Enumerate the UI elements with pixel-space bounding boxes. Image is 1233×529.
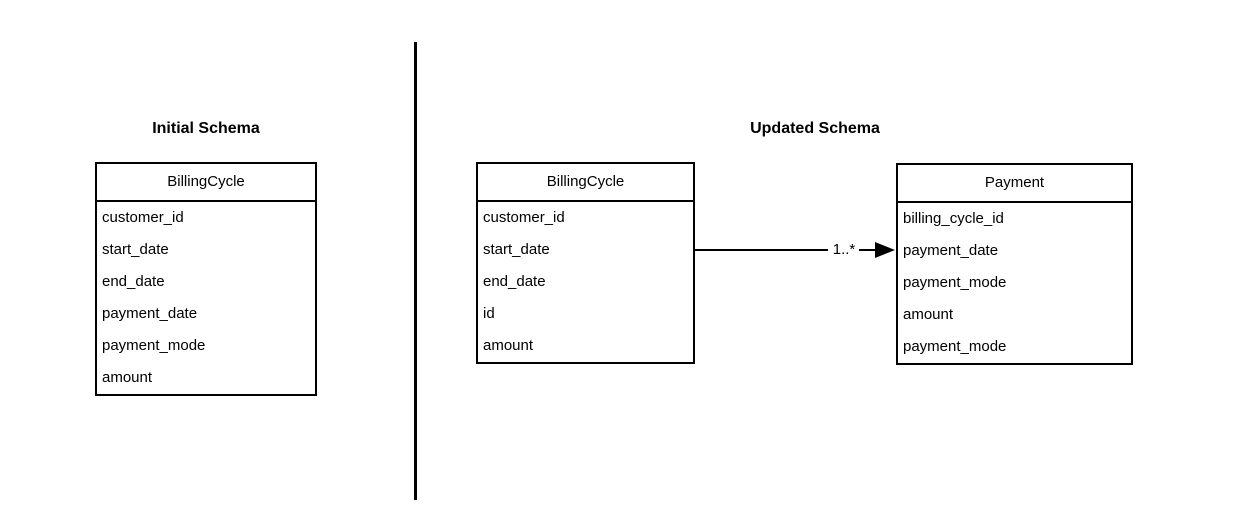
updated-schema-title: Updated Schema [750,120,880,137]
table-field: end_date [483,273,546,290]
initial-schema-title: Initial Schema [152,120,260,137]
table-field: end_date [102,273,165,290]
table-field: id [483,305,495,322]
table-field: payment_mode [102,337,206,354]
table-field: customer_id [483,209,565,226]
table-field: payment_mode [903,274,1007,291]
relationship-multiplicity-label: 1..* [828,240,860,260]
table-field: amount [102,369,153,386]
table-field: payment_mode [903,338,1007,355]
relationship-line [695,249,830,251]
table-field: amount [483,337,534,354]
relationship-line [859,249,876,251]
table-field: payment_date [102,305,198,322]
table-field: amount [903,306,954,323]
section-divider-line [414,42,417,500]
table-title: Payment [898,165,1131,203]
table-field: start_date [483,241,550,258]
updated-billingcycle-table: BillingCycle customer_id start_date end_… [476,162,695,364]
initial-billingcycle-table: BillingCycle customer_id start_date end_… [95,162,317,396]
table-field: payment_date [903,242,999,259]
arrowhead-icon [875,242,895,258]
table-field: billing_cycle_id [903,210,1004,227]
table-title: BillingCycle [97,164,315,202]
table-field: start_date [102,241,169,258]
payment-table: Payment billing_cycle_id payment_date pa… [896,163,1133,365]
table-field: customer_id [102,209,184,226]
table-title: BillingCycle [478,164,693,202]
